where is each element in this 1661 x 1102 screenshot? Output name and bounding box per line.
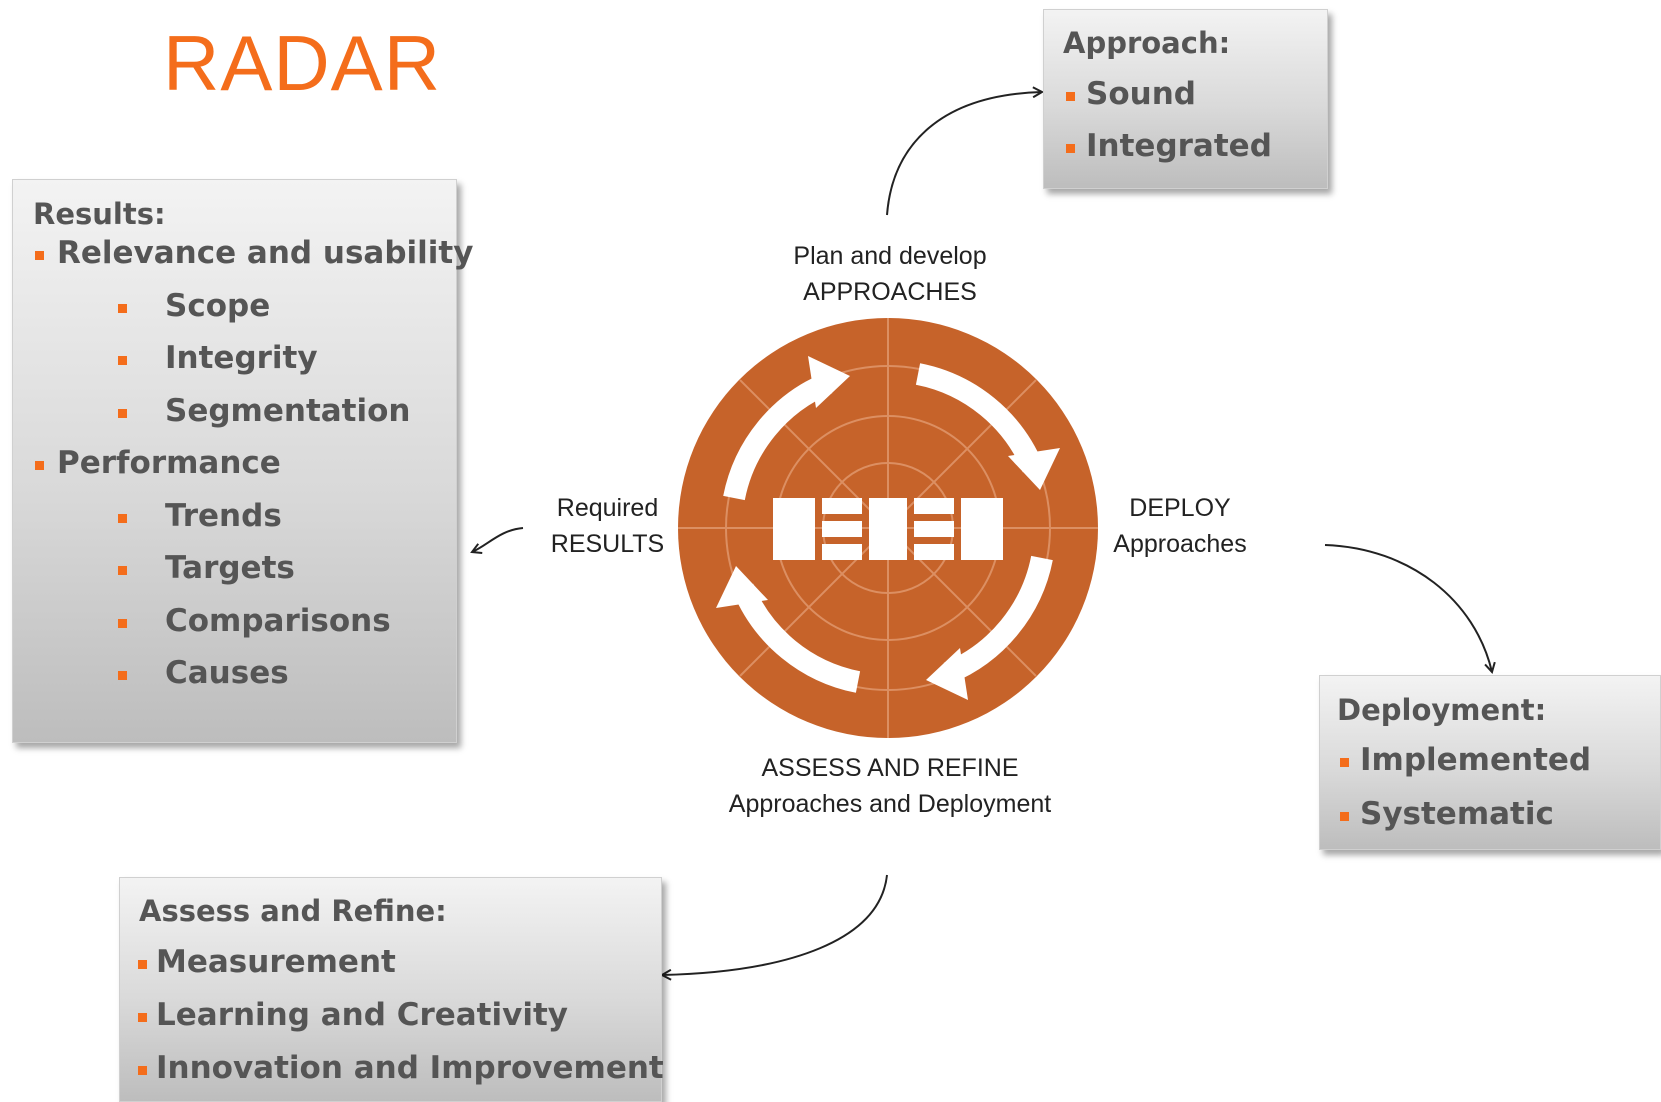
bullet-icon — [118, 408, 127, 418]
approach-heading: Approach: — [1063, 26, 1231, 60]
arrow-to-assess — [662, 874, 888, 975]
results-item: Performance — [57, 445, 281, 481]
label-deploy: DEPLOY Approaches — [1113, 494, 1247, 558]
assess-item: Measurement — [156, 944, 396, 980]
deployment-item: Implemented — [1360, 742, 1592, 778]
deployment-heading: Deployment: — [1337, 693, 1547, 727]
bullet-icon — [1340, 758, 1349, 767]
label-assess-refine: ASSESS AND REFINE Approaches and Deploym… — [728, 754, 1052, 818]
radar-title: RADAR — [163, 19, 442, 107]
bullet-icon — [118, 566, 127, 575]
results-subitem: Scope — [165, 287, 271, 324]
assess-heading: Assess and Refine: — [139, 894, 447, 928]
radar-logo-blocks — [773, 498, 1003, 560]
assess-item: Innovation and Improvement — [156, 1050, 664, 1086]
bullet-icon — [118, 671, 127, 680]
approach-item: Sound — [1086, 76, 1196, 112]
label-required-results: Required RESULTS — [550, 494, 665, 558]
bullet-icon — [118, 513, 127, 523]
results-subitem: Segmentation — [165, 392, 411, 429]
cycle-arrows — [716, 356, 1060, 700]
cycle-arrow-top-left — [723, 356, 850, 501]
results-subitem: Causes — [165, 655, 289, 691]
approach-item: Integrated — [1086, 128, 1272, 164]
deployment-item: Systematic — [1360, 796, 1554, 832]
cycle-arrow-bottom-right — [926, 555, 1053, 700]
cycle-arrow-bottom-left — [716, 566, 861, 693]
bullet-icon — [35, 251, 44, 260]
arrow-to-approach — [886, 92, 1042, 216]
results-item: Relevance and usability — [57, 235, 474, 271]
cycle-arrow-top-right — [915, 363, 1060, 490]
bullet-icon — [35, 461, 44, 470]
assess-item: Learning and Creativity — [156, 997, 568, 1033]
bullet-icon — [138, 1066, 147, 1075]
label-plan-develop: Plan and develop APPROACHES — [793, 242, 987, 306]
results-subitem: Integrity — [165, 340, 318, 376]
results-subitem: Comparisons — [165, 602, 391, 639]
results-subitem: Trends — [165, 497, 282, 534]
arrow-to-deployment — [1324, 544, 1492, 672]
bullet-icon — [1066, 144, 1075, 153]
bullet-icon — [138, 960, 147, 969]
results-subitem: Targets — [165, 550, 295, 586]
bullet-icon — [1340, 812, 1349, 821]
bullet-icon — [118, 618, 127, 628]
bullet-icon — [118, 303, 127, 313]
bullet-icon — [1066, 92, 1075, 101]
bullet-icon — [118, 356, 127, 365]
results-heading: Results: — [33, 197, 166, 231]
arrow-to-results — [472, 527, 524, 552]
bullet-icon — [138, 1013, 147, 1022]
